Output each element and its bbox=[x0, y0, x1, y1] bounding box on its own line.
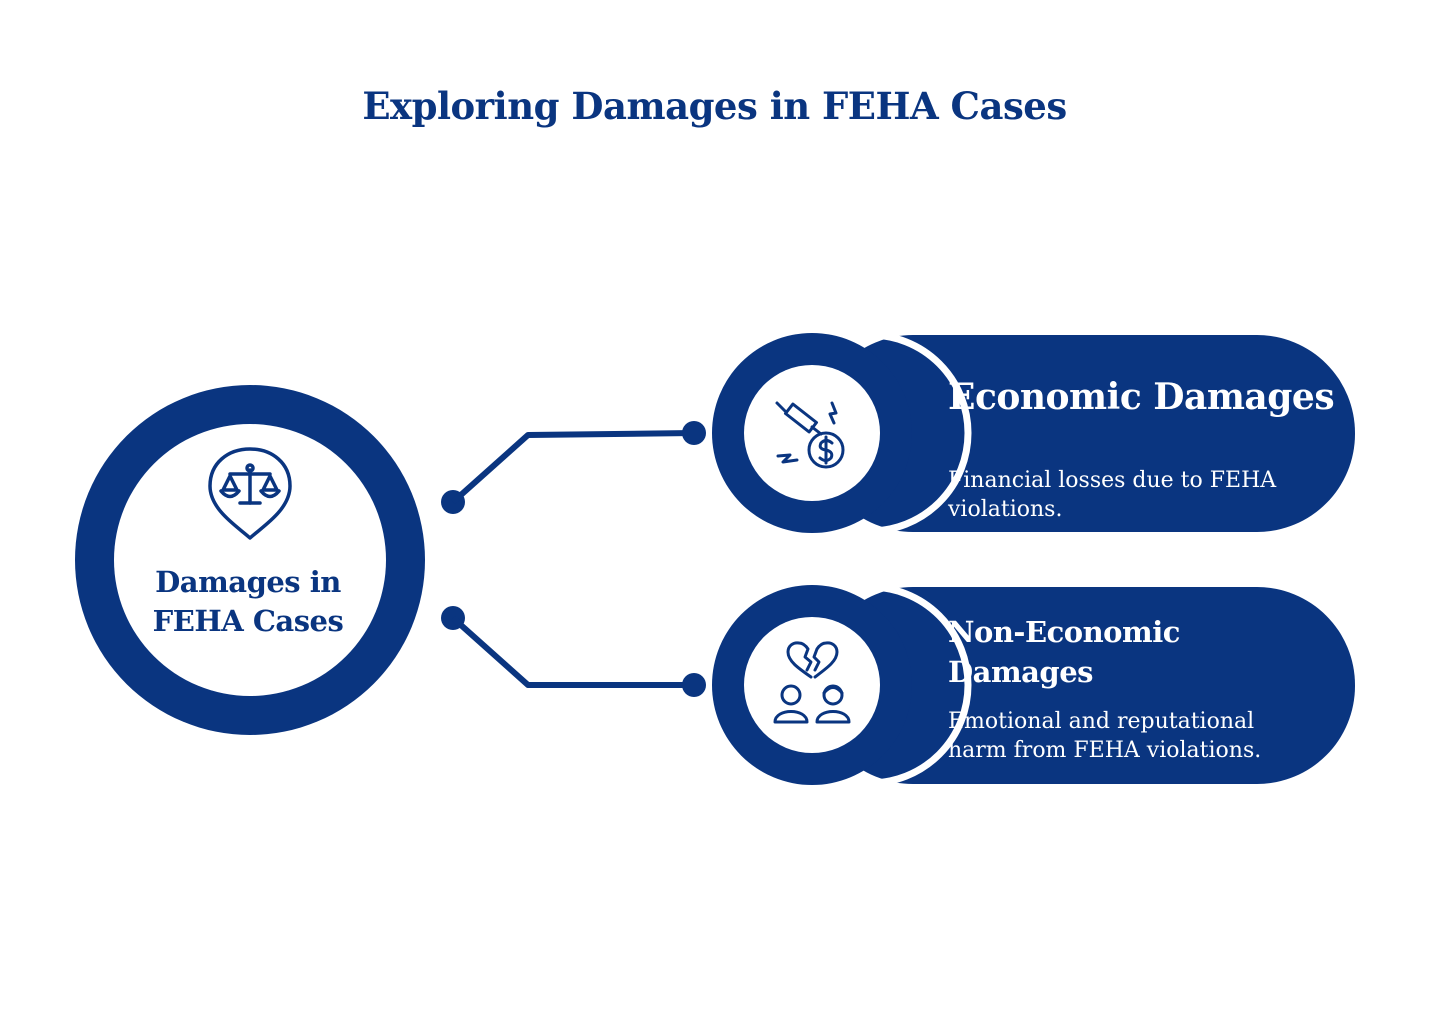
diagram-title: Exploring Damages in FEHA Cases bbox=[362, 84, 1067, 128]
economic-damages-description: Financial losses due to FEHA violations. bbox=[948, 468, 1277, 522]
connector-non-economic bbox=[441, 606, 706, 697]
money-syringe-icon bbox=[775, 401, 845, 469]
economic-damages-card bbox=[712, 331, 1355, 535]
hub-label: Damages in FEHA Cases bbox=[152, 565, 344, 638]
scales-pin-icon bbox=[208, 447, 292, 540]
non-economic-damages-card bbox=[712, 583, 1355, 787]
economic-damages-title: Economic Damages bbox=[948, 376, 1335, 418]
broken-heart-people-icon bbox=[773, 641, 851, 724]
hub-node bbox=[75, 385, 425, 735]
connector-economic bbox=[441, 421, 706, 514]
non-economic-damages-description: Emotional and reputational harm from FEH… bbox=[948, 709, 1262, 763]
non-economic-damages-title: Non-Economic Damages bbox=[948, 615, 1180, 689]
